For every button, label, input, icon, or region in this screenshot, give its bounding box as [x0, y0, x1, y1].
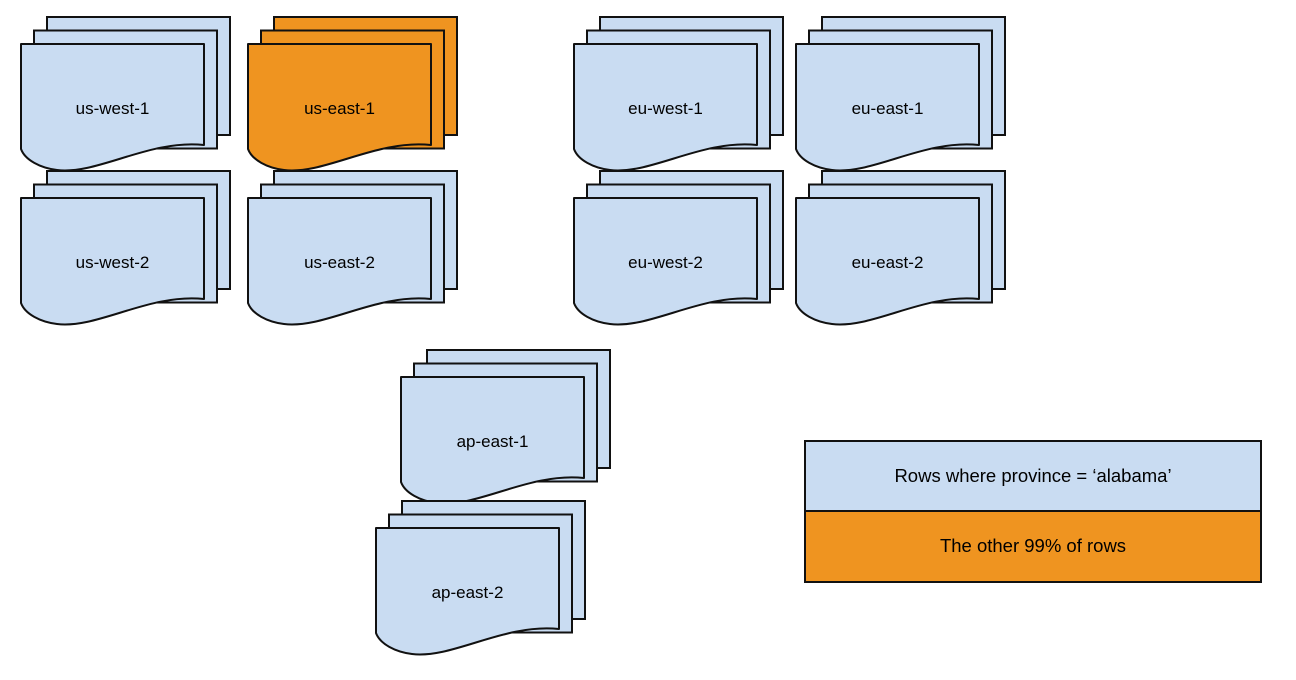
region-stack-us-east-2[interactable]: us-east-2 [247, 170, 462, 330]
region-stack-ap-east-1[interactable]: ap-east-1 [400, 349, 615, 509]
region-stack-shape-eu-east-2 [795, 170, 1006, 326]
legend: Rows where province = ‘alabama’ The othe… [804, 440, 1262, 583]
legend-row-blue: Rows where province = ‘alabama’ [806, 442, 1260, 512]
region-stack-shape-ap-east-1 [400, 349, 611, 505]
region-stack-eu-east-1[interactable]: eu-east-1 [795, 16, 1010, 176]
region-stack-shape-eu-west-1 [573, 16, 784, 172]
document-sheet-front [247, 197, 432, 326]
legend-label-blue: Rows where province = ‘alabama’ [894, 464, 1172, 486]
region-stack-shape-us-west-2 [20, 170, 231, 326]
document-sheet-front [573, 197, 758, 326]
region-stack-us-east-1[interactable]: us-east-1 [247, 16, 462, 176]
region-stack-us-west-1[interactable]: us-west-1 [20, 16, 235, 176]
document-sheet-front [573, 43, 758, 172]
region-stack-shape-us-east-2 [247, 170, 458, 326]
document-sheet-front [795, 197, 980, 326]
document-sheet-front [20, 197, 205, 326]
region-stack-eu-west-1[interactable]: eu-west-1 [573, 16, 788, 176]
document-sheet-front [795, 43, 980, 172]
region-stack-shape-eu-west-2 [573, 170, 784, 326]
document-sheet-front [400, 376, 585, 505]
region-stack-shape-eu-east-1 [795, 16, 1006, 172]
region-stack-shape-us-west-1 [20, 16, 231, 172]
region-stack-eu-west-2[interactable]: eu-west-2 [573, 170, 788, 330]
legend-row-orange: The other 99% of rows [806, 511, 1260, 581]
legend-label-orange: The other 99% of rows [939, 535, 1127, 557]
region-stack-us-west-2[interactable]: us-west-2 [20, 170, 235, 330]
region-stack-eu-east-2[interactable]: eu-east-2 [795, 170, 1010, 330]
document-sheet-front [20, 43, 205, 172]
region-stack-shape-ap-east-2 [375, 500, 586, 656]
region-stack-ap-east-2[interactable]: ap-east-2 [375, 500, 590, 660]
document-sheet-front [247, 43, 432, 172]
document-sheet-front [375, 527, 560, 656]
region-stack-shape-us-east-1 [247, 16, 458, 172]
